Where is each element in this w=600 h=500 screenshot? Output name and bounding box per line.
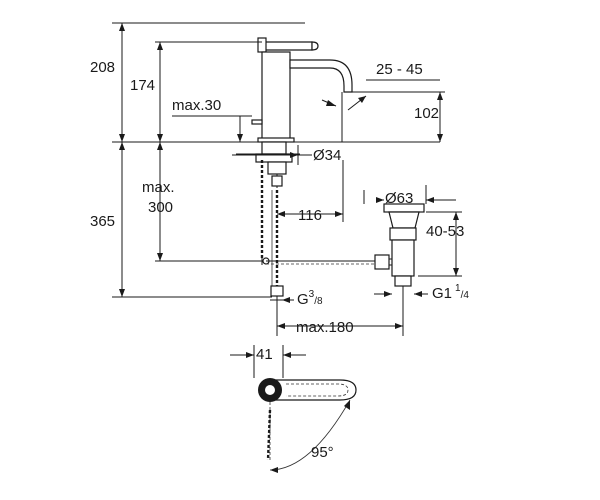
dim-d63 bbox=[363, 185, 456, 204]
dim-label-g38-num: 3 bbox=[309, 289, 315, 300]
dim-label-max300-line2: 300 bbox=[148, 199, 173, 216]
dim-max30 bbox=[172, 115, 252, 142]
dim-label-g114-den: /4 bbox=[461, 290, 470, 301]
dim-label-g114-num: 1 bbox=[455, 283, 461, 294]
supply-hose bbox=[270, 190, 284, 304]
dim-max300 bbox=[155, 142, 262, 262]
dim-label-g38-den: /8 bbox=[314, 296, 323, 307]
dim-label-25-45: 25 - 45 bbox=[376, 61, 423, 78]
dim-365 bbox=[112, 142, 272, 298]
dim-g38 bbox=[270, 297, 294, 303]
dim-174 bbox=[155, 41, 262, 142]
dim-label-95deg: 95° bbox=[311, 444, 334, 461]
counter-top bbox=[236, 141, 300, 163]
mounting-shank bbox=[267, 161, 287, 188]
dim-d34 bbox=[232, 145, 312, 165]
dim-208 bbox=[112, 22, 440, 143]
popup-rod bbox=[260, 160, 378, 265]
dim-label-116: 116 bbox=[298, 207, 322, 224]
dim-label-g38-main: G bbox=[297, 291, 309, 308]
waste-valve bbox=[374, 203, 425, 287]
dim-label-208: 208 bbox=[90, 59, 115, 76]
dim-25-45 bbox=[321, 79, 440, 142]
dim-label-max30: max.30 bbox=[172, 97, 221, 114]
dim-label-g114-main: G1 bbox=[432, 285, 452, 302]
dim-label-41: 41 bbox=[256, 346, 273, 363]
dim-g114 bbox=[374, 291, 428, 297]
dim-label-365: 365 bbox=[90, 213, 115, 230]
dim-41 bbox=[230, 345, 306, 378]
faucet-side-view bbox=[251, 37, 353, 143]
dim-label-g38: G3/8 bbox=[297, 289, 323, 308]
dim-40-53 bbox=[418, 211, 462, 277]
faucet-top-view bbox=[258, 378, 357, 473]
dim-label-d34: Ø34 bbox=[313, 147, 341, 164]
dim-label-102: 102 bbox=[414, 105, 439, 122]
dim-label-174: 174 bbox=[130, 77, 155, 94]
dim-max180 bbox=[276, 286, 404, 336]
dim-label-max180: max.180 bbox=[296, 319, 354, 336]
dim-label-max300-line1: max. bbox=[142, 179, 175, 196]
dim-label-40-53: 40-53 bbox=[426, 223, 464, 240]
dim-116 bbox=[277, 160, 344, 222]
dim-label-d63: Ø63 bbox=[385, 190, 413, 207]
dim-102 bbox=[350, 91, 445, 142]
